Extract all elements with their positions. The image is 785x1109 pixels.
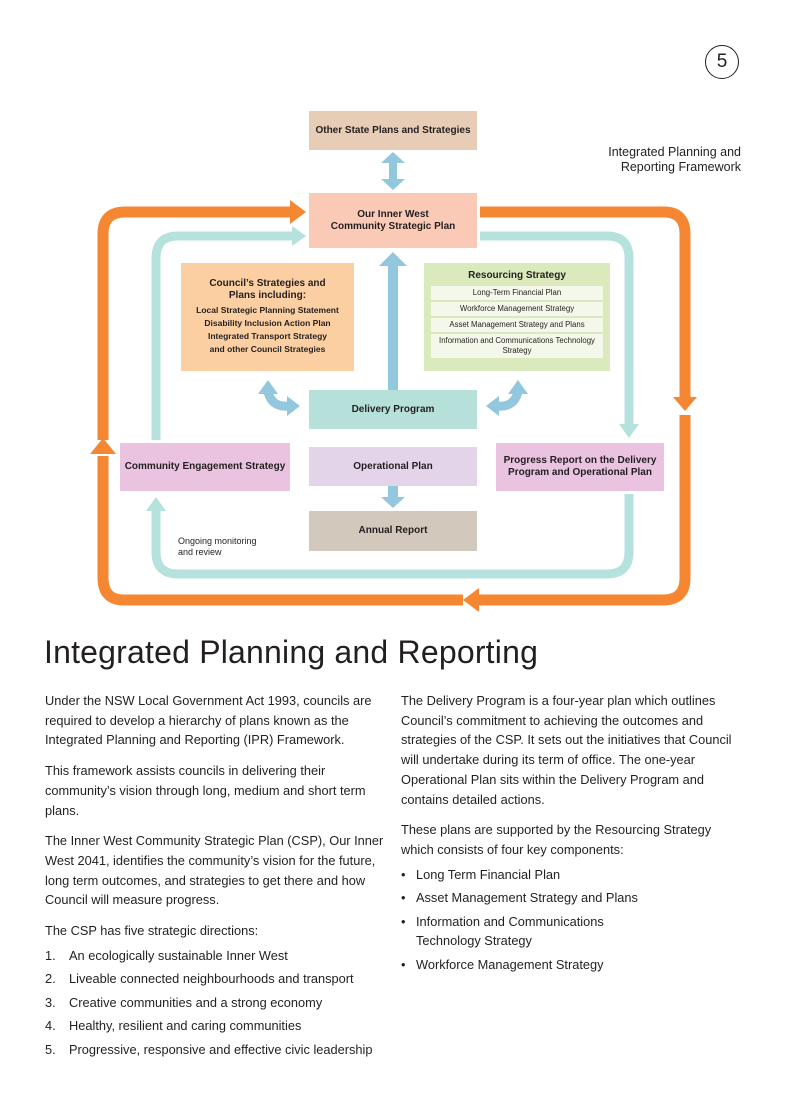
list-item: 2. Liveable connected neighbourhoods and … [45,969,390,989]
progress-report-label-line: Progress Report on the Delivery [503,455,657,466]
resourcing-strategy-title: Resourcing Strategy [468,270,566,281]
body-paragraph: This framework assists councils in deliv… [45,763,366,818]
resourcing-item: Workforce Management Strategy [431,302,603,316]
list-item: 3. Creative communities and a strong econ… [45,993,390,1013]
council-delivery-arrowhead [258,380,278,394]
delivery-csp-arrowhead [379,252,407,266]
annual-report-box: Annual Report [309,511,477,551]
operational-annual-arrow [388,486,398,500]
list-item: Long Term Financial Plan [401,865,746,885]
progress-report-label-line: Program and Operational Plan [508,467,652,478]
page-heading: Integrated Planning and Reporting [44,634,539,670]
ongoing-monitoring-line: Ongoing monitoring [178,536,257,546]
community-engagement-box: Community Engagement Strategy [120,443,290,491]
other-state-plans-label: Other State Plans and Strategies [315,124,471,136]
community-strategic-plan-box: Our Inner West Community Strategic Plan [309,193,477,248]
delivery-csp-arrow [388,264,398,392]
left-column: Under the NSW Local Government Act 1993,… [45,691,390,1063]
council-strategy-item: Local Strategic Planning Statement [196,305,339,315]
state-csp-arrowhead [381,179,405,190]
list-item: Asset Management Strategy and Plans [401,888,746,908]
resourcing-item: Asset Management Strategy and Plans [431,318,603,332]
list-text: Creative communities and a strong econom… [69,994,323,1010]
list-text: Healthy, resilient and caring communitie… [69,1018,302,1034]
resourcing-strategy-box: Resourcing Strategy Long-Term Financial … [424,263,610,371]
ongoing-monitoring-line: and review [178,547,222,557]
framework-caption-line: Integrated Planning and [608,145,741,159]
council-delivery-arrowhead [287,396,300,416]
inner-loop-arrow [151,231,292,440]
list-item: Workforce Management Strategy [401,955,746,975]
body-paragraph: The CSP has five strategic directions: [45,923,259,939]
resourcing-delivery-arrowhead [486,396,499,416]
inner-loop-arrowhead [619,424,639,438]
list-text: Liveable connected neighbourhoods and tr… [69,971,354,987]
council-strategies-title: Council’s Strategies and [209,278,326,289]
council-delivery-arrow [263,390,291,411]
resourcing-item: Long-Term Financial Plan [431,286,603,300]
list-item: 5. Progressive, responsive and effective … [45,1040,390,1060]
outer-loop-arrowhead [463,588,479,612]
council-strategy-item: Disability Inclusion Action Plan [204,318,331,328]
council-strategy-item: Integrated Transport Strategy [207,331,328,341]
list-text: An ecologically sustainable Inner West [69,947,288,963]
framework-caption-line: Reporting Framework [620,160,741,174]
csp-label-line: Our Inner West [357,208,429,220]
operational-plan-box: Operational Plan [309,447,477,486]
list-number: 2. [45,971,56,987]
outer-loop-arrow [97,206,290,440]
list-item: 1. An ecologically sustainable Inner West [45,946,390,966]
body-paragraph: The Inner West Community Strategic Plan … [45,833,384,908]
list-number: 5. [45,1041,56,1057]
resourcing-delivery-arrow [495,390,523,411]
resourcing-item: Information and Communications Technolog… [431,334,603,358]
outer-loop-arrowhead [290,200,306,224]
list-number: 4. [45,1018,56,1034]
resourcing-delivery-arrowhead [508,380,528,394]
list-number: 1. [45,947,56,963]
operational-plan-label: Operational Plan [353,460,433,472]
inner-loop-arrow [151,494,634,579]
community-engagement-label: Community Engagement Strategy [124,461,286,472]
outer-loop-arrow [478,415,691,606]
right-column: The Delivery Program is a four-year plan… [401,691,746,978]
body-paragraph: Under the NSW Local Government Act 1993,… [45,693,372,748]
state-csp-arrowhead [381,152,405,163]
state-csp-arrow [389,160,397,182]
ipr-framework-diagram [90,152,697,612]
council-strategies-box: Council’s Strategies and Plans including… [181,263,354,371]
list-number: 3. [45,994,56,1010]
annual-report-label: Annual Report [358,525,428,536]
outer-loop-arrow [480,206,691,398]
other-state-plans-box: Other State Plans and Strategies [309,111,477,150]
delivery-program-label: Delivery Program [351,403,435,415]
body-paragraph: The Delivery Program is a four-year plan… [401,693,732,807]
strategic-directions-list: 1. An ecologically sustainable Inner West… [45,946,390,1060]
outer-loop-arrowhead [673,397,697,411]
page-number: 5 [705,45,739,79]
csp-label-line: Community Strategic Plan [330,220,456,232]
operational-annual-arrowhead [381,497,405,508]
resourcing-components-list: Long Term Financial Plan Asset Managemen… [401,865,746,975]
body-paragraph: These plans are supported by the Resourc… [401,822,712,857]
list-item: 4. Healthy, resilient and caring communit… [45,1016,390,1036]
inner-loop-arrow [480,231,634,424]
council-strategies-title: Plans including: [228,290,307,301]
ongoing-monitoring-label: Ongoing monitoring and review [178,536,257,558]
outer-loop-arrowhead [90,438,116,454]
framework-caption: Integrated Planning and Reporting Framew… [541,145,741,175]
delivery-program-box: Delivery Program [309,390,477,429]
outer-loop-arrow [97,456,463,606]
inner-loop-arrowhead [146,497,166,511]
list-item: Information and Communications Technolog… [401,912,631,951]
inner-loop-arrowhead [292,226,306,246]
progress-report-box: Progress Report on the Delivery Program … [496,443,664,491]
list-text: Progressive, responsive and effective ci… [69,1041,373,1057]
council-strategy-item: and other Council Strategies [209,344,326,354]
